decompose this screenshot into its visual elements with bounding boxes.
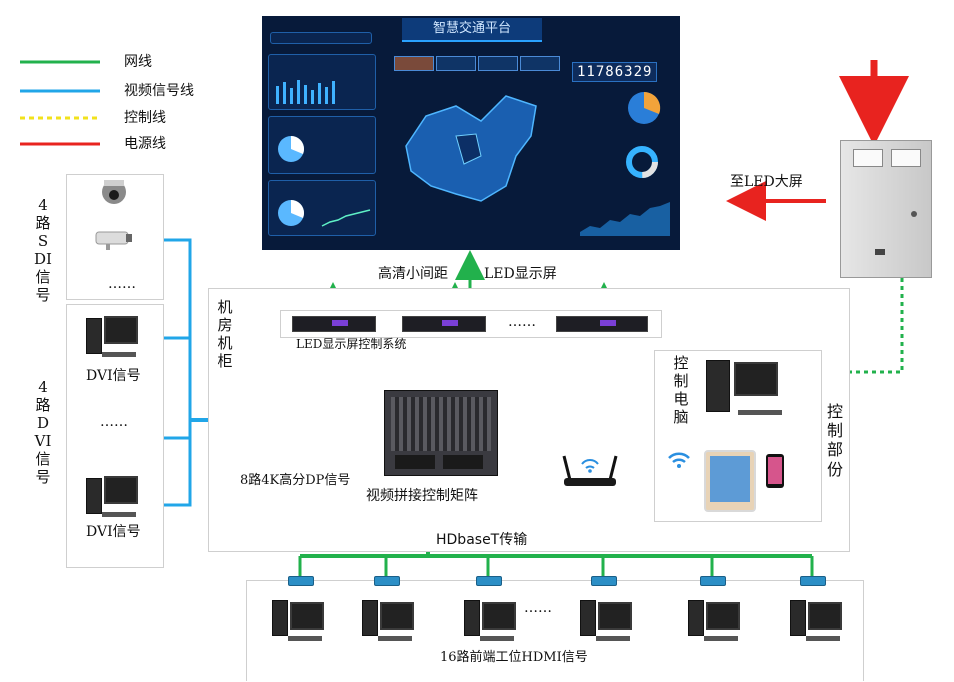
dvi-group-label: 4路DVI信号 [34,378,52,486]
switch-icon-6 [800,576,826,586]
led-screen-label-2: LED显示屏 [484,266,557,282]
wifi-router-icon [562,455,618,486]
workstation-pc-2-icon [362,598,422,648]
screen-donut [626,146,658,178]
bottom-caption: 16路前端工位HDMI信号 [440,650,588,665]
screen-tab-2 [436,56,476,71]
screen-tab-3 [478,56,518,71]
legend-label-video: 视频信号线 [124,83,194,99]
tablet-icon [704,450,756,512]
workstation-pc-1-icon [272,598,332,648]
china-map-graphic [405,95,537,202]
screen-pie-1 [628,91,661,124]
screen-pie-3 [278,200,304,226]
dashboard-screen: 智慧交通平台 11786329 [262,16,680,250]
workstation-pc-6-icon [790,598,850,648]
matrix-label: 视频拼接控制矩阵 [366,488,478,504]
screen-bar-chart [276,80,335,104]
control-to-power-dashed-line [824,278,904,374]
screen-search-box [270,32,372,44]
control-pc-icon [706,358,786,422]
legend-label-control: 控制线 [124,110,166,126]
machine-room-label: 机房机柜 [217,298,233,370]
phone-icon [766,454,784,488]
control-section-label: 控制部份 [826,402,843,479]
switch-icon-5 [700,576,726,586]
dvi-ellipsis: …… [100,414,128,430]
led-controller-1 [292,316,376,332]
sdi-ellipsis: …… [108,276,136,292]
screen-area-chart [580,202,670,236]
dvi-device-label-1: DVI信号 [86,368,141,384]
bottom-caption-clip: 16路前端工位HDMI信号 [440,646,640,665]
screen-pie-2 [278,136,304,162]
screen-line-chart [321,209,371,227]
switch-icon-1 [288,576,314,586]
legend-label-network: 网线 [124,54,152,70]
sdi-video-line [162,238,192,420]
led-controller-3 [556,316,648,332]
dome-camera-icon [102,180,126,204]
dvi-device-label-2: DVI信号 [86,524,141,540]
sdi-group-label: 4路SDI信号 [34,196,52,304]
workstation-pc-5-icon [688,598,748,648]
dvi-video-line-3 [162,420,192,507]
screen-title: 智慧交通平台 [402,18,542,42]
dvi-pc-2-icon [86,474,146,520]
dvi-source-panel [66,304,164,568]
dvi-pc-1-icon [86,314,146,360]
workstation-pc-4-icon [580,598,640,648]
screen-counter: 11786329 [572,62,658,82]
video-matrix-device [384,390,498,476]
screen-tab-1 [394,56,434,71]
dp-input-label: 8路4K高分DP信号 [240,473,351,488]
led-ellipsis: …… [508,314,536,330]
switch-icon-2 [374,576,400,586]
bullet-camera-icon [95,231,132,250]
to-led-label: 至LED大屏 [730,174,803,190]
led-control-system-label: LED显示屏控制系统 [296,337,407,351]
power-distribution-box [840,140,932,278]
wifi-icon [668,452,690,468]
switch-icon-3 [476,576,502,586]
led-controller-2 [402,316,486,332]
legend-label-power: 电源线 [124,136,166,152]
led-screen-label-1: 高清小间距 [378,266,448,282]
control-pc-label: 控制电脑 [673,354,689,426]
workstation-pc-3-icon [464,598,524,648]
switch-icon-4 [591,576,617,586]
hdbaset-label: HDbaseT传输 [436,532,528,548]
workstations-ellipsis: …… [524,600,552,616]
workstations-panel [246,580,864,681]
screen-tab-4 [520,56,560,71]
